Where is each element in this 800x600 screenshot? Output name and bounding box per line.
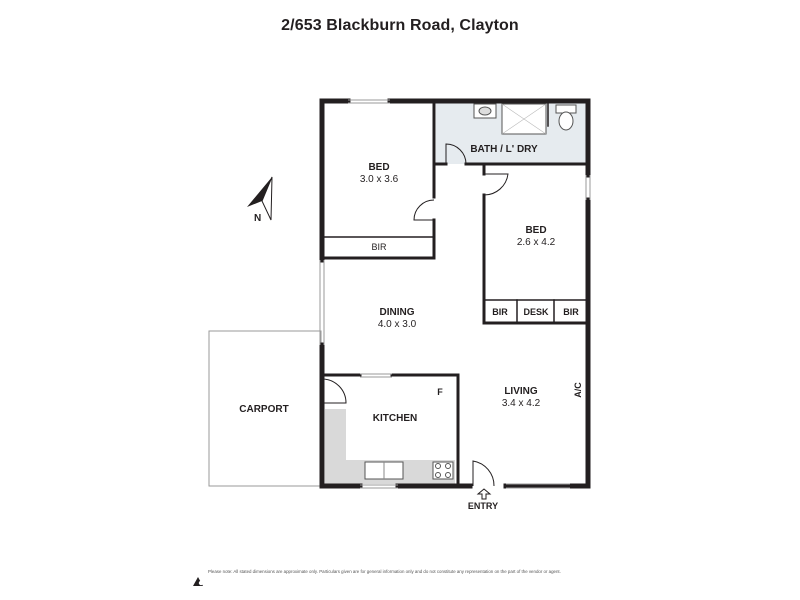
plan-title: 2/653 Blackburn Road, Clayton bbox=[281, 17, 519, 34]
bed1-size: 3.0 x 3.6 bbox=[360, 174, 399, 185]
windows bbox=[319, 99, 591, 489]
kitchen-fixtures bbox=[364, 461, 454, 480]
living-size: 3.4 x 4.2 bbox=[502, 398, 541, 409]
bed2-size: 2.6 x 4.2 bbox=[517, 237, 556, 248]
dining-size: 4.0 x 3.0 bbox=[378, 319, 417, 330]
bed2-label: BED bbox=[525, 225, 546, 236]
kitchen-label: KITCHEN bbox=[373, 413, 417, 424]
entry-label: ENTRY bbox=[468, 501, 498, 511]
brand-logo-icon bbox=[193, 577, 204, 586]
dining-label: DINING bbox=[380, 307, 415, 318]
ac-label: A/C bbox=[573, 382, 583, 398]
bed2-bir-left-label: BIR bbox=[492, 307, 508, 317]
entry-arrow-icon bbox=[476, 488, 492, 500]
walls bbox=[319, 98, 591, 489]
living-label: LIVING bbox=[504, 386, 538, 397]
bath-fixtures bbox=[473, 103, 577, 135]
bed2-desk-label: DESK bbox=[523, 307, 549, 317]
bed2-bir-right-label: BIR bbox=[563, 307, 579, 317]
fridge-label: F bbox=[437, 387, 443, 397]
north-arrow-icon bbox=[247, 176, 273, 221]
carport-label: CARPORT bbox=[239, 404, 288, 415]
bath-label: BATH / L' DRY bbox=[470, 144, 538, 155]
bed1-label: BED bbox=[368, 162, 389, 173]
kitchen-bench bbox=[325, 409, 455, 484]
compass-label: N bbox=[254, 213, 261, 224]
doors bbox=[321, 143, 509, 487]
disclaimer-text: Please note: All stated dimensions are a… bbox=[208, 569, 561, 574]
bed1-bir-label: BIR bbox=[371, 242, 387, 252]
